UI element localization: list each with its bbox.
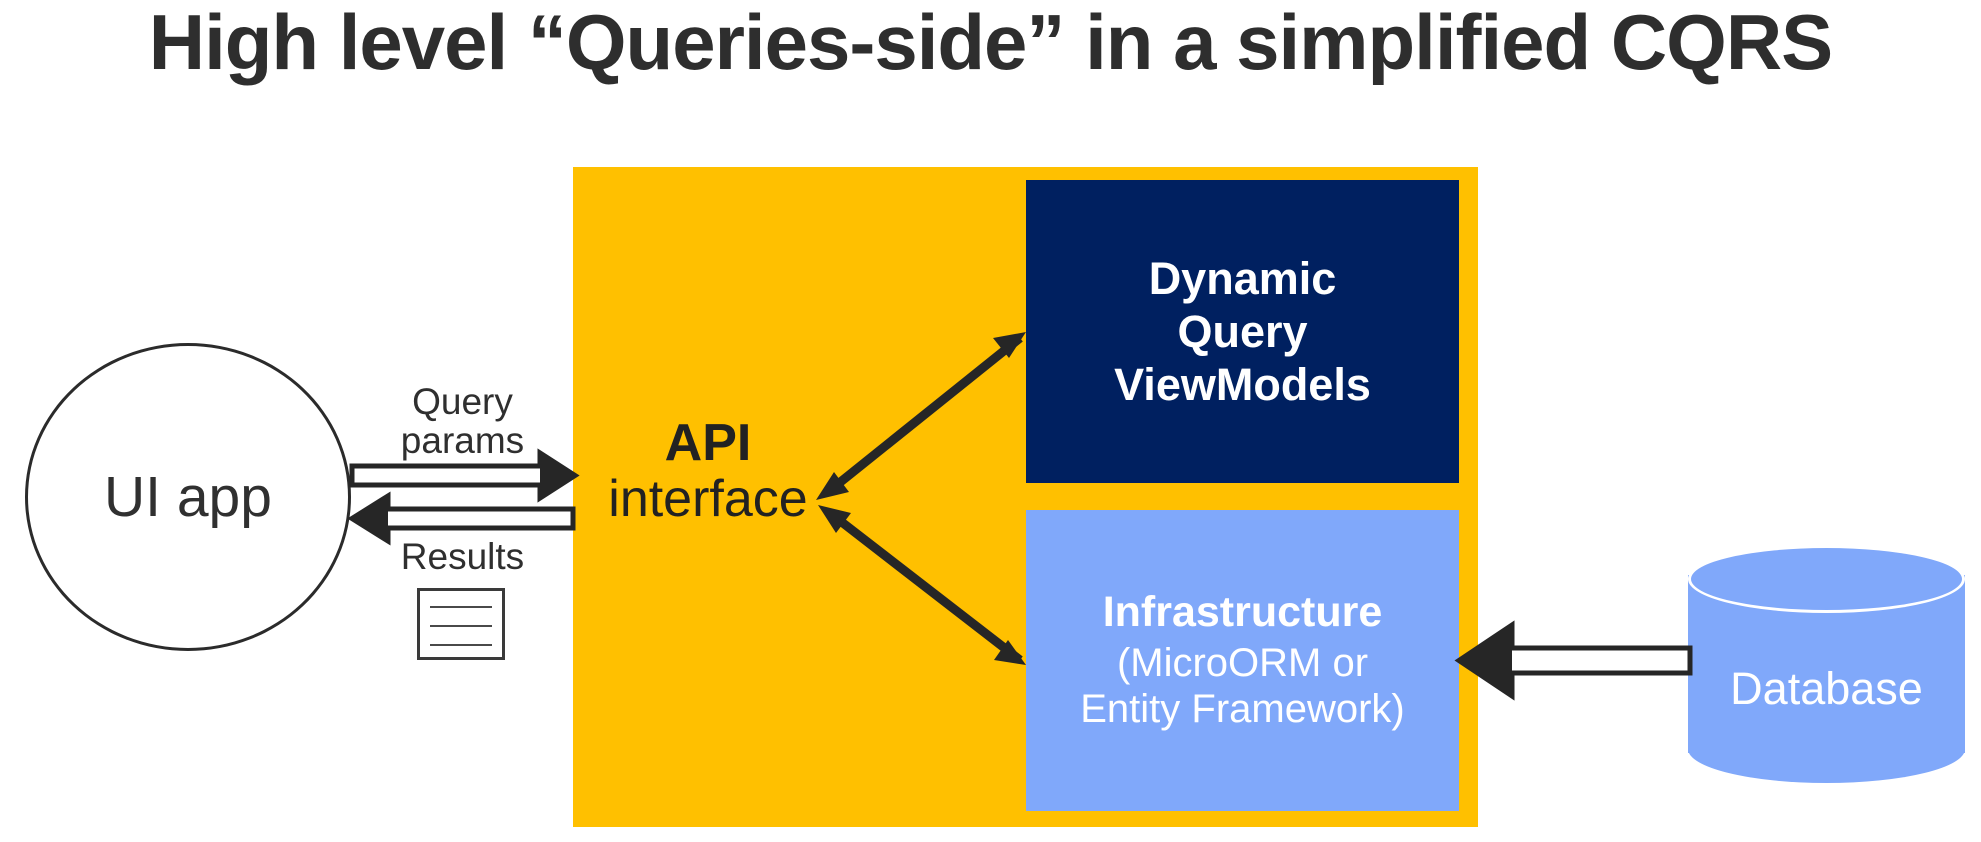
arrow-database-infrastructure-outline (1454, 620, 1693, 701)
infrastructure-subtitle-label: (MicroORM or Entity Framework) (1080, 641, 1405, 732)
database-label: Database (1730, 663, 1923, 714)
dynamic-query-viewmodels-node[interactable]: Dynamic Query ViewModels (1026, 180, 1459, 483)
infrastructure-node[interactable]: Infrastructure (MicroORM or Entity Frame… (1026, 510, 1459, 811)
dynamic-query-viewmodels-label: Dynamic Query ViewModels (1114, 252, 1371, 411)
ui-app-node[interactable]: UI app (25, 343, 351, 651)
edge-label-query-params: Query params (400, 381, 525, 461)
edge-label-results: Results (400, 536, 525, 577)
document-line (430, 606, 492, 608)
document-line (430, 625, 492, 627)
api-interface-label-group: API interface (583, 415, 833, 527)
arrow-results-outline (347, 491, 576, 546)
cylinder-top-ellipse (1688, 545, 1965, 613)
api-subtitle-label: interface (608, 470, 808, 529)
api-title-label: API (664, 414, 752, 472)
document-lines-icon (417, 588, 505, 660)
page-title: High level “Queries-side” in a simplifie… (148, 0, 1833, 86)
document-line (430, 644, 492, 646)
database-node[interactable]: Database (1688, 545, 1965, 783)
arrow-results-head (352, 496, 388, 541)
arrow-results (347, 491, 576, 546)
arrow-database-infrastructure (1454, 620, 1693, 701)
infrastructure-title-label: Infrastructure (1102, 587, 1383, 636)
ui-app-label: UI app (104, 464, 272, 529)
